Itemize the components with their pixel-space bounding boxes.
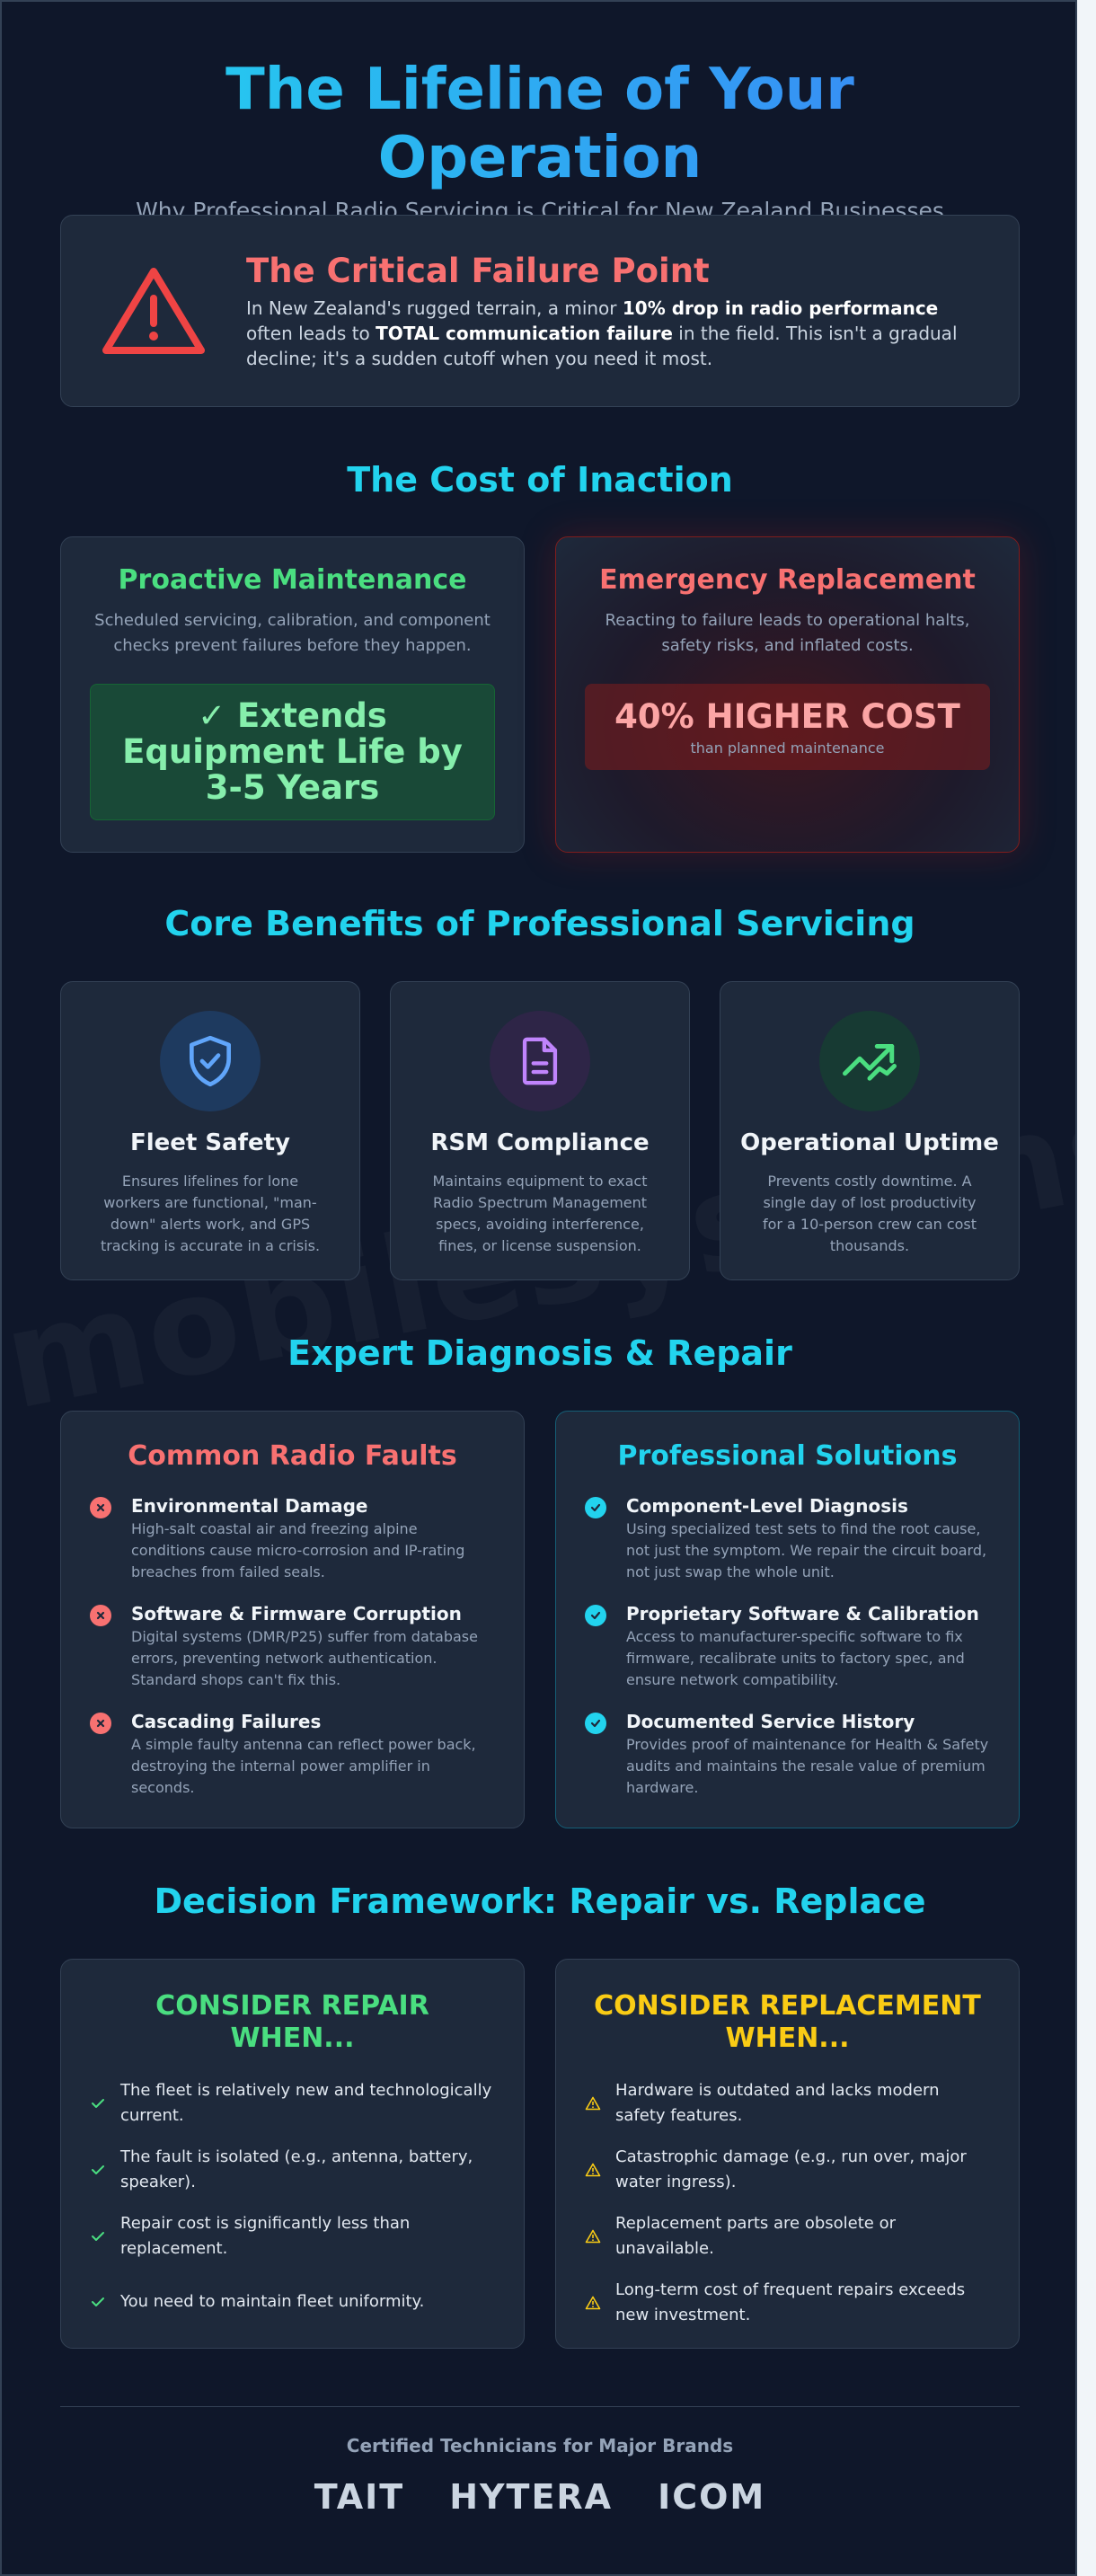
document-icon bbox=[490, 1011, 590, 1111]
proactive-desc: Scheduled servicing, calibration, and co… bbox=[94, 611, 491, 655]
replace-item-text: Long-term cost of frequent repairs excee… bbox=[615, 2280, 966, 2324]
benefit-desc: Maintains equipment to exact Radio Spect… bbox=[432, 1173, 648, 1254]
footer-divider bbox=[60, 2406, 1020, 2407]
trending-up-icon bbox=[819, 1011, 920, 1111]
critical-text: In New Zealand's rugged terrain, a minor… bbox=[246, 297, 958, 369]
replace-item: Long-term cost of frequent repairs excee… bbox=[585, 2278, 990, 2328]
consider-replacement-card: CONSIDER REPLACEMENT WHEN... Hardware is… bbox=[555, 1959, 1020, 2349]
repair-title: CONSIDER REPAIR WHEN... bbox=[155, 1990, 429, 2054]
emergency-title: Emergency Replacement bbox=[599, 564, 976, 596]
main-container: The Lifeline of Your Operation Why Profe… bbox=[60, 2, 1020, 2517]
common-faults-card: Common Radio Faults Environmental Damage… bbox=[60, 1411, 525, 1828]
fault-desc: High-salt coastal air and freezing alpin… bbox=[131, 1520, 465, 1580]
emergency-highlight: 40% HIGHER COST than planned maintenance bbox=[585, 684, 990, 770]
solution-title: Component-Level Diagnosis bbox=[626, 1495, 908, 1517]
solution-desc: Using specialized test sets to find the … bbox=[626, 1520, 987, 1580]
benefit-title: RSM Compliance bbox=[430, 1129, 650, 1156]
repair-item-text: You need to maintain fleet uniformity. bbox=[120, 2292, 425, 2311]
benefit-card-rsm-compliance: RSM Compliance Maintains equipment to ex… bbox=[390, 981, 690, 1280]
benefit-card-operational-uptime: Operational Uptime Prevents costly downt… bbox=[720, 981, 1020, 1280]
decision-section-title: Decision Framework: Repair vs. Replace bbox=[154, 1881, 926, 1921]
repair-item-text: The fault is isolated (e.g., antenna, ba… bbox=[120, 2147, 473, 2191]
warning-icon bbox=[585, 2163, 601, 2177]
x-circle-icon bbox=[90, 1713, 111, 1734]
fault-desc: A simple faulty antenna can reflect powe… bbox=[131, 1736, 476, 1796]
benefit-desc: Prevents costly downtime. A single day o… bbox=[762, 1173, 977, 1254]
fault-title: Cascading Failures bbox=[131, 1711, 322, 1732]
replace-item: Hardware is outdated and lacks modern sa… bbox=[585, 2078, 990, 2129]
check-icon bbox=[90, 2230, 106, 2243]
cost-section-title: The Cost of Inaction bbox=[347, 460, 733, 500]
check-icon bbox=[90, 2296, 106, 2308]
fault-item: Cascading Failures A simple faulty antenn… bbox=[90, 1711, 495, 1799]
fault-desc: Digital systems (DMR/P25) suffer from da… bbox=[131, 1628, 478, 1688]
critical-failure-card: The Critical Failure Point In New Zealan… bbox=[60, 215, 1020, 407]
warning-triangle-icon bbox=[61, 264, 246, 358]
emergency-highlight-sub: than planned maintenance bbox=[690, 739, 885, 757]
professional-solutions-card: Professional Solutions Component-Level D… bbox=[555, 1411, 1020, 1828]
brand-icom: ICOM bbox=[658, 2477, 766, 2517]
check-icon bbox=[90, 2164, 106, 2176]
warning-icon bbox=[585, 2096, 601, 2111]
x-circle-icon bbox=[90, 1605, 111, 1626]
replace-item-text: Replacement parts are obsolete or unavai… bbox=[615, 2214, 897, 2258]
benefits-section-title: Core Benefits of Professional Servicing bbox=[164, 904, 915, 943]
emergency-replacement-card: Emergency Replacement Reacting to failur… bbox=[555, 536, 1020, 853]
emergency-highlight-value: 40% HIGHER COST bbox=[614, 697, 960, 736]
check-circle-icon bbox=[585, 1497, 606, 1518]
page-edge bbox=[1077, 0, 1096, 2576]
solution-desc: Access to manufacturer-specific software… bbox=[626, 1628, 965, 1688]
page-title: The Lifeline of Your Operation bbox=[60, 56, 1020, 192]
repair-item-text: The fleet is relatively new and technolo… bbox=[120, 2081, 492, 2125]
x-circle-icon bbox=[90, 1497, 111, 1518]
replace-item: Replacement parts are obsolete or unavai… bbox=[585, 2211, 990, 2262]
repair-item: The fault is isolated (e.g., antenna, ba… bbox=[90, 2145, 495, 2195]
replace-item-text: Catastrophic damage (e.g., run over, maj… bbox=[615, 2147, 967, 2191]
solutions-title: Professional Solutions bbox=[617, 1440, 958, 1472]
replace-title: CONSIDER REPLACEMENT WHEN... bbox=[594, 1990, 981, 2054]
solution-desc: Provides proof of maintenance for Health… bbox=[626, 1736, 989, 1796]
repair-item: The fleet is relatively new and technolo… bbox=[90, 2078, 495, 2129]
replace-item-text: Hardware is outdated and lacks modern sa… bbox=[615, 2081, 940, 2125]
repair-item-text: Repair cost is significantly less than r… bbox=[120, 2214, 411, 2258]
faults-title: Common Radio Faults bbox=[128, 1440, 457, 1472]
brand-list: TAIT HYTERA ICOM bbox=[60, 2477, 1020, 2517]
check-circle-icon bbox=[585, 1605, 606, 1626]
benefit-card-fleet-safety: Fleet Safety Ensures lifelines for lone … bbox=[60, 981, 360, 1280]
solution-title: Documented Service History bbox=[626, 1711, 915, 1732]
warning-icon bbox=[585, 2296, 601, 2310]
emergency-desc: Reacting to failure leads to operational… bbox=[605, 611, 970, 655]
brand-tait: TAIT bbox=[314, 2477, 405, 2517]
warning-icon bbox=[585, 2229, 601, 2244]
shield-check-icon bbox=[160, 1011, 261, 1111]
diagnosis-section-title: Expert Diagnosis & Repair bbox=[287, 1333, 792, 1373]
repair-item: You need to maintain fleet uniformity. bbox=[90, 2278, 495, 2326]
repair-item: Repair cost is significantly less than r… bbox=[90, 2211, 495, 2262]
replace-item: Catastrophic damage (e.g., run over, maj… bbox=[585, 2145, 990, 2195]
proactive-title: Proactive Maintenance bbox=[118, 564, 467, 596]
check-icon bbox=[90, 2097, 106, 2110]
fault-title: Software & Firmware Corruption bbox=[131, 1603, 462, 1624]
solution-title: Proprietary Software & Calibration bbox=[626, 1603, 979, 1624]
fault-title: Environmental Damage bbox=[131, 1495, 368, 1517]
proactive-highlight: ✓ Extends Equipment Life by 3-5 Years bbox=[90, 684, 495, 820]
benefit-title: Operational Uptime bbox=[740, 1129, 999, 1156]
proactive-maintenance-card: Proactive Maintenance Scheduled servicin… bbox=[60, 536, 525, 853]
brands-label: Certified Technicians for Major Brands bbox=[346, 2435, 734, 2456]
check-circle-icon bbox=[585, 1713, 606, 1734]
brand-hytera: HYTERA bbox=[449, 2477, 614, 2517]
benefit-desc: Ensures lifelines for lone workers are f… bbox=[100, 1173, 321, 1254]
critical-title: The Critical Failure Point bbox=[246, 251, 710, 290]
consider-repair-card: CONSIDER REPAIR WHEN... The fleet is rel… bbox=[60, 1959, 525, 2349]
benefit-title: Fleet Safety bbox=[129, 1129, 290, 1156]
